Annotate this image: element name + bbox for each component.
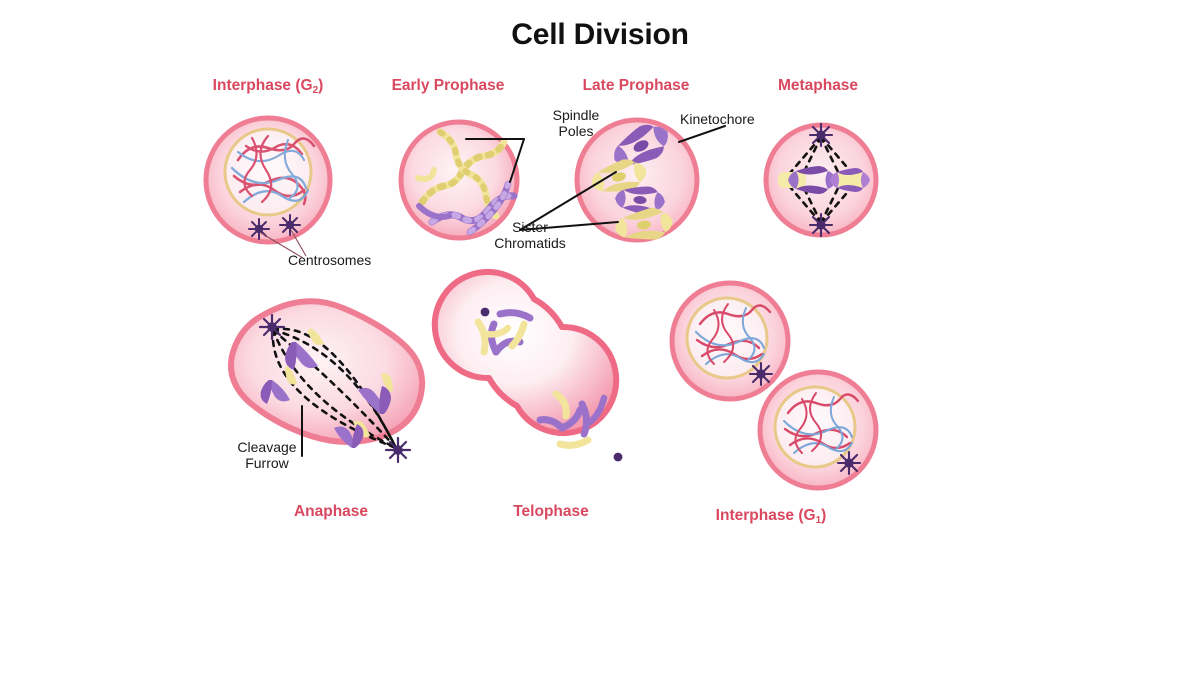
chromosome-purple-middle — [615, 186, 665, 215]
sister-chromatids-leader-a — [519, 171, 617, 231]
annotation-centrosomes: Centrosomes — [288, 252, 418, 269]
phase-label-interphase-g2: Interphase (G2) — [178, 77, 358, 96]
centrosome — [613, 452, 623, 462]
phase-label-tail: ) — [821, 507, 827, 524]
cell-interphase-g1 — [669, 280, 879, 491]
phase-label-text: Interphase (G — [715, 507, 816, 524]
centrosome — [258, 313, 412, 464]
annotation-line-2: Poles — [558, 122, 594, 139]
chromosome-anaphase-group — [260, 328, 393, 448]
daughter-cell-b — [757, 369, 879, 491]
annotation-line-2: Chromatids — [494, 234, 566, 251]
phase-label-text: Late Prophase — [582, 77, 690, 94]
annotation-leader-lines — [301, 125, 726, 457]
kinetochore-leader — [678, 125, 726, 143]
chromosome-metaphase-purple-right — [830, 168, 870, 192]
centrosome — [248, 214, 301, 240]
spindle-poles-leader-b — [509, 138, 525, 183]
centrosome — [836, 450, 862, 476]
phase-label-anaphase: Anaphase — [241, 503, 421, 521]
centrosome — [748, 361, 774, 387]
centrosome — [480, 307, 490, 317]
annotation-line-1: Spindle — [552, 107, 600, 123]
phase-label-late-prophase: Late Prophase — [546, 77, 726, 95]
centrosomes-leader-lines — [260, 229, 307, 259]
spindle-fibers — [271, 327, 398, 450]
phase-label-subscript: 2 — [312, 85, 319, 96]
sister-chromatids-leader-b — [519, 221, 619, 231]
phase-label-interphase-g1: Interphase (G1) — [681, 507, 861, 526]
chromosomes-telophase-upper — [474, 309, 534, 356]
chromosomes-telophase-lower — [536, 390, 608, 449]
annotation-spindle-poles: Spindle Poles — [528, 107, 624, 139]
daughter-cell-a — [669, 280, 791, 402]
phase-label-text: Telophase — [513, 503, 589, 520]
phase-label-subscript: 1 — [815, 515, 822, 526]
cell-anaphase — [228, 298, 425, 464]
annotation-cleavage-furrow: Cleavage Furrow — [216, 439, 318, 471]
cell-interphase-g2 — [203, 115, 333, 259]
annotation-line-1: Centrosomes — [288, 252, 372, 268]
phase-label-metaphase: Metaphase — [728, 77, 908, 95]
cell-telophase — [431, 269, 623, 462]
phase-label-telophase: Telophase — [461, 503, 641, 521]
page-title: Cell Division — [511, 18, 689, 51]
phase-label-tail: ) — [318, 77, 324, 94]
annotation-line-2: Furrow — [245, 454, 289, 471]
centrosome — [808, 122, 834, 238]
annotation-line-1: Cleavage — [237, 439, 297, 455]
annotation-sister-chromatids: Sister Chromatids — [474, 219, 586, 251]
phase-label-text: Anaphase — [293, 503, 369, 520]
cell-early-prophase — [398, 119, 520, 241]
annotation-line-1: Sister — [512, 219, 548, 235]
phase-label-text: Early Prophase — [391, 77, 505, 94]
annotation-line-1: Kinetochore — [680, 111, 755, 127]
chromosome-yellow-bottom — [615, 207, 673, 240]
cell-late-prophase — [574, 117, 700, 243]
cell-metaphase — [763, 122, 879, 238]
annotation-kinetochore: Kinetochore — [680, 111, 800, 128]
phase-label-text: Interphase (G — [212, 77, 313, 94]
phase-label-text: Metaphase — [777, 77, 859, 94]
phase-label-early-prophase: Early Prophase — [358, 77, 538, 95]
